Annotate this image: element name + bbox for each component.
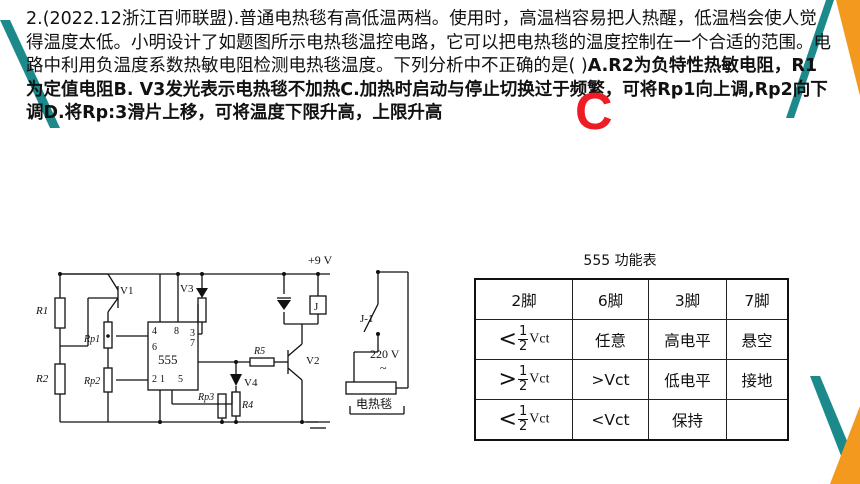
pin-1: 1 bbox=[160, 374, 165, 385]
label-r1: R1 bbox=[35, 305, 48, 317]
pin-7: 7 bbox=[190, 338, 195, 349]
header-pin2: 2脚 bbox=[474, 278, 573, 320]
label-contact: J-1 bbox=[360, 313, 373, 325]
label-rp3: Rp3 bbox=[197, 392, 214, 403]
label-supply: +9 V bbox=[308, 253, 333, 267]
label-v4: V4 bbox=[244, 377, 258, 389]
cell-pin3: 低电平 bbox=[648, 359, 727, 400]
label-rp2: Rp2 bbox=[83, 376, 100, 387]
label-v1: V1 bbox=[120, 285, 133, 297]
table-title: 555 功能表 bbox=[583, 253, 657, 269]
cell-pin3: 保持 bbox=[648, 399, 727, 441]
pin-4: 4 bbox=[152, 326, 157, 337]
table-header-row: 2脚 6脚 3脚 7脚 bbox=[474, 278, 789, 320]
cell-pin6: <Vct bbox=[572, 399, 649, 441]
header-pin6: 6脚 bbox=[572, 278, 649, 320]
cell-pin7 bbox=[726, 399, 789, 441]
header-pin7: 7脚 bbox=[726, 278, 789, 320]
label-chip: 555 bbox=[158, 352, 178, 367]
header-pin3: 3脚 bbox=[648, 278, 727, 320]
cell-pin6: 任意 bbox=[572, 319, 649, 360]
pin-2: 2 bbox=[152, 374, 157, 385]
pin-8: 8 bbox=[174, 326, 179, 337]
label-rp1: Rp1 bbox=[83, 334, 100, 345]
question-options: A.R2为负特性热敏电阻，R1为定值电阻B. V3发光表示电热毯不加热C.加热时… bbox=[26, 56, 828, 123]
label-r5: R5 bbox=[253, 346, 265, 357]
label-r2: R2 bbox=[35, 373, 49, 385]
decor-top-left bbox=[0, 20, 60, 128]
cell-pin7: 接地 bbox=[726, 359, 789, 400]
question-text: 2.(2022.12浙江百师联盟).普通电热毯有高低温两档。使用时，高温档容易把… bbox=[26, 8, 834, 126]
circuit-diagram: +9 V J J-1 220 V ~ 电热毯 555 4 8 3 7 6 2 1… bbox=[35, 253, 409, 429]
label-blanket: 电热毯 bbox=[356, 397, 392, 411]
pin-6: 6 bbox=[152, 342, 157, 353]
question-stem: 2.(2022.12浙江百师联盟).普通电热毯有高低温两档。使用时，高温档容易把… bbox=[26, 9, 831, 76]
cell-pin6: >Vct bbox=[572, 359, 649, 400]
label-r4: R4 bbox=[241, 400, 253, 411]
pin-5: 5 bbox=[178, 374, 183, 385]
label-v2: V2 bbox=[306, 355, 319, 367]
label-v3: V3 bbox=[180, 283, 194, 295]
decor-top-right bbox=[786, 0, 860, 118]
decor-bottom-right bbox=[810, 376, 860, 484]
label-relay: J bbox=[314, 301, 319, 313]
label-mains: 220 V bbox=[370, 347, 400, 361]
label-mains-symbol: ~ bbox=[380, 361, 387, 375]
pin-3: 3 bbox=[190, 328, 195, 339]
answer-mark: C bbox=[575, 83, 613, 141]
cell-pin7: 悬空 bbox=[726, 319, 789, 360]
cell-pin3: 高电平 bbox=[648, 319, 727, 360]
